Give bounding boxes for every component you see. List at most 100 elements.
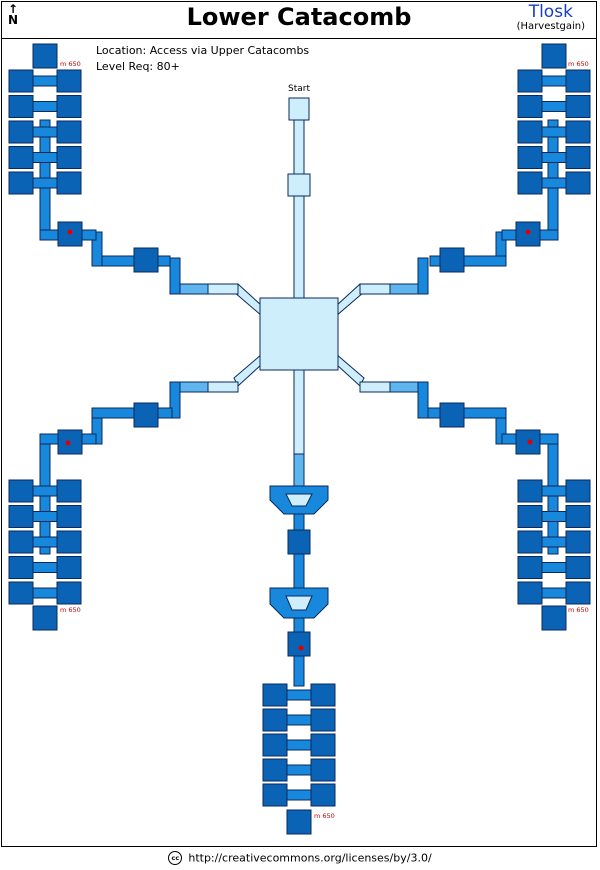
ne-top-room: [541, 43, 567, 69]
ne-stack-room-right: [565, 69, 591, 93]
location-text: Location: Access via Upper Catacombs: [96, 44, 310, 57]
ne-connector: [417, 257, 429, 295]
se-bottom-room: [541, 605, 567, 631]
sw-stack-room-right: [56, 530, 82, 554]
se-stack-room-left: [517, 530, 543, 554]
mob-marker: [527, 439, 533, 445]
se-connector: [417, 381, 429, 419]
se-stack-room-link: [541, 562, 567, 573]
nw-stack-room-link: [32, 126, 58, 138]
sw-stack-room-left: [8, 479, 34, 503]
se-stack-room-right: [565, 530, 591, 554]
se-side-room: [439, 402, 465, 428]
sw-stack-room-left: [8, 581, 34, 605]
south-stack-room-right: [310, 733, 336, 757]
sw-stack-room-link: [32, 587, 58, 599]
map-frame: [1, 1, 597, 847]
start-room: [288, 97, 310, 121]
nw-stack-room-right: [56, 171, 82, 195]
south-stack-room-link: [286, 789, 312, 801]
sw-stack-room-link: [32, 485, 58, 497]
ne-stack-room-right: [565, 146, 591, 169]
sw-stack-room-left: [8, 530, 34, 554]
nw-side-room: [133, 247, 159, 273]
se-stack-room-right: [565, 556, 591, 579]
nw-stack-room-right: [56, 95, 82, 118]
start-label: Start: [288, 84, 310, 94]
page-title: Lower Catacomb: [186, 3, 412, 31]
mob-marker: [65, 440, 71, 446]
level-requirement: Level Req: 80+: [96, 60, 180, 73]
south-corridor-3: [293, 553, 305, 589]
north-corridor: [293, 119, 305, 301]
header: ↑N Lower Catacomb Tlosk (Harvestgain): [1, 1, 597, 39]
north-label: N: [7, 13, 19, 27]
sw-stack-room-left: [8, 505, 34, 528]
se-stack-room-right: [565, 581, 591, 605]
sw-branch: [91, 407, 173, 419]
ne-branch: [429, 255, 507, 267]
mob-level-label: m 650: [60, 60, 81, 68]
nw-top-room: [32, 43, 58, 69]
sw-bottom-room: [32, 605, 58, 631]
se-branch: [427, 407, 507, 419]
nw-stack-room-left: [8, 69, 34, 93]
nw-stack-room-link: [32, 101, 58, 112]
ne-stack-room-link: [541, 177, 567, 189]
nw-stack-room-left: [8, 120, 34, 144]
mob-level-label: m 650: [568, 606, 589, 614]
nw-stack-room-right: [56, 146, 82, 169]
sw-stack-room-right: [56, 505, 82, 528]
mob-marker: [67, 229, 73, 235]
nw-stack-room-link: [32, 75, 58, 87]
se-stack-room-right: [565, 505, 591, 528]
mob-level-label: m 650: [568, 60, 589, 68]
ne-stack-room-link: [541, 126, 567, 138]
se-stack-room-link: [541, 587, 567, 599]
sw-stack-room-link: [32, 562, 58, 573]
ne-stack-room-right: [565, 171, 591, 195]
sw-stack-room-right: [56, 581, 82, 605]
south-stack-room-right: [310, 758, 336, 782]
sw-side-room: [133, 402, 159, 428]
se-stack-room-left: [517, 556, 543, 579]
south-bottom-room: [286, 809, 312, 835]
south-corridor-5: [293, 655, 305, 687]
ne-stack-room-link: [541, 152, 567, 163]
south-corridor-4: [293, 617, 305, 633]
nw-stack-room-left: [8, 146, 34, 169]
nw-branch-drop: [91, 231, 103, 267]
south-gate-2-inner: [285, 595, 313, 611]
north-small-room: [287, 173, 311, 197]
ne-stack-room-left: [517, 120, 543, 144]
diagonal-corridor: [233, 352, 263, 387]
ne-stack-room-left: [517, 69, 543, 93]
sw-stack-room-right: [56, 556, 82, 579]
ne-stack-room-link: [541, 75, 567, 87]
nw-stack-room-right: [56, 120, 82, 144]
south-stack-room-right: [310, 708, 336, 732]
diagonal-corridor: [335, 352, 365, 387]
south-stack-room-left: [262, 683, 288, 707]
ne-stack-room-left: [517, 95, 543, 118]
south-stack-room-left: [262, 708, 288, 732]
author-block: Tlosk (Harvestgain): [517, 3, 585, 33]
south-stack-room-right: [310, 683, 336, 707]
south-stack-room-link: [286, 714, 312, 726]
ne-stack-room-right: [565, 120, 591, 144]
south-junction-room: [287, 631, 311, 657]
author-server: (Harvestgain): [516, 21, 585, 32]
south-corridor-light: [293, 369, 305, 455]
se-stack-room-left: [517, 479, 543, 503]
mob-marker: [525, 229, 531, 235]
se-stack-room-left: [517, 505, 543, 528]
south-mid-room: [287, 529, 311, 555]
sw-stack-room-link: [32, 536, 58, 548]
south-stack-room-link: [286, 689, 312, 701]
south-stack-room-left: [262, 733, 288, 757]
ne-stack-room-left: [517, 146, 543, 169]
ne-stack-room-left: [517, 171, 543, 195]
license-url[interactable]: http://creativecommons.org/licenses/by/3…: [188, 851, 432, 865]
